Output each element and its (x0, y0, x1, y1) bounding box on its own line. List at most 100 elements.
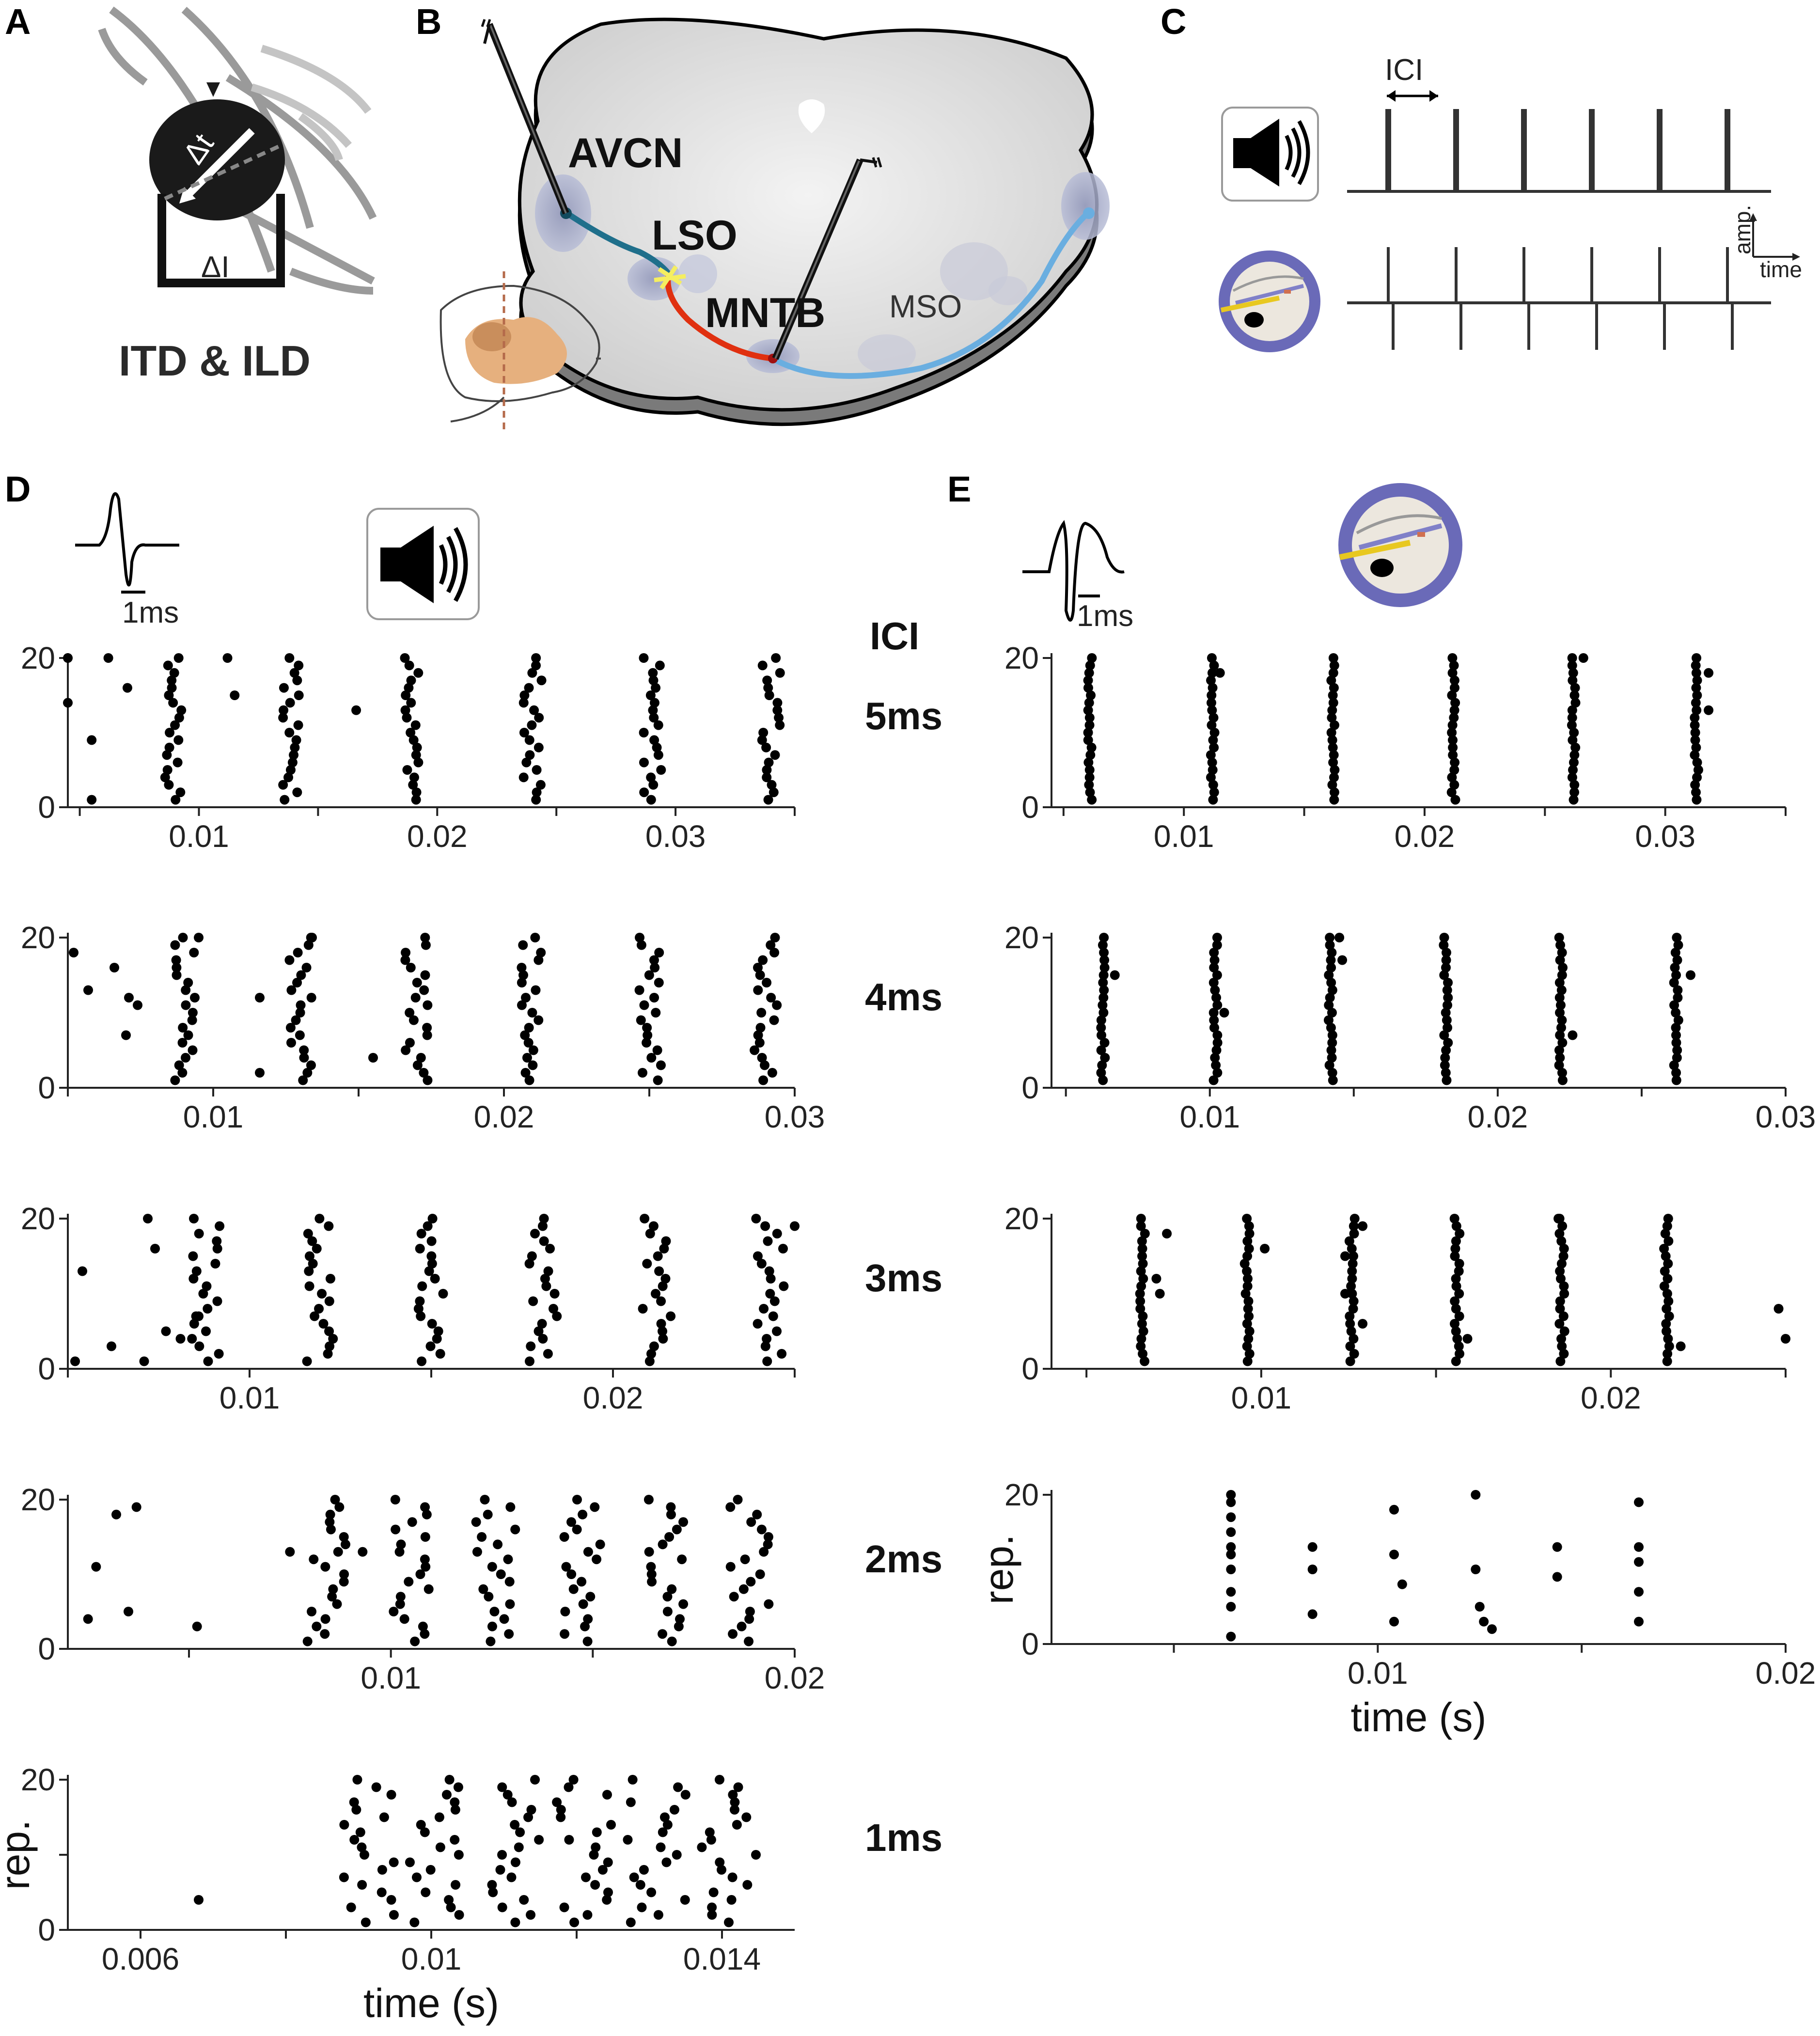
spike-dot (762, 1356, 772, 1366)
spike-dot (757, 660, 768, 671)
spike-dot (87, 795, 97, 805)
spike-dot (755, 970, 765, 980)
spike-dot (173, 653, 184, 663)
spike-dot (1554, 993, 1565, 1002)
spike-dot (1634, 1542, 1644, 1552)
spike-dot (518, 970, 529, 980)
spike-dot (1327, 713, 1337, 723)
spike-dot (592, 1827, 602, 1837)
spike-dot (1662, 1289, 1672, 1299)
spike-dot (287, 757, 298, 767)
spike-dot (1349, 1296, 1359, 1306)
spike-dot (1323, 1015, 1334, 1025)
spike-dot (1345, 1356, 1355, 1366)
panel-a-label: A (5, 1, 31, 42)
spike-dot (649, 735, 659, 745)
spike-dot (753, 1319, 763, 1329)
spike-dot (1673, 940, 1683, 950)
spike-dot (525, 750, 535, 760)
spike-dot (1671, 970, 1681, 980)
spike-dot (646, 1887, 657, 1897)
spike-dot (279, 683, 289, 693)
spike-dot (1557, 970, 1567, 980)
spike-dot (1389, 1504, 1399, 1515)
spike-dot (560, 1629, 570, 1639)
spike-dot (416, 1053, 426, 1063)
spike-dot (389, 1857, 399, 1867)
spike-dot (434, 1812, 444, 1822)
spike-dot (536, 675, 547, 686)
spike-dot (438, 1289, 448, 1299)
spike-dot (626, 1917, 636, 1927)
x-tick-label: 0.03 (645, 819, 706, 854)
spike-dot (497, 1850, 507, 1860)
spike-dot (1096, 1015, 1106, 1025)
spike-dot (487, 1562, 497, 1572)
spike-dot (1670, 963, 1680, 972)
spike-dot (510, 1917, 520, 1927)
spike-dot (1690, 728, 1700, 737)
spike-dot (1692, 705, 1702, 715)
spike-dot (1345, 1341, 1355, 1351)
spike-dot (768, 1311, 778, 1321)
spike-dot (320, 1562, 330, 1572)
spike-dot (758, 955, 768, 965)
spike-dot (1226, 1602, 1236, 1612)
spike-dot (660, 1274, 671, 1284)
ici-row-label: 3ms (865, 1256, 942, 1300)
spike-dot (391, 1524, 401, 1535)
spike-dot (1559, 1281, 1569, 1291)
spike-dot (1690, 735, 1700, 745)
spike-dot (666, 1311, 676, 1321)
spike-dot (1326, 963, 1336, 972)
spike-dot (1554, 1045, 1564, 1055)
spike-dot (527, 1251, 537, 1261)
spike-dot (1086, 690, 1096, 700)
spike-dot (649, 993, 659, 1002)
spike-dot (320, 1629, 330, 1639)
spike-dot (433, 1326, 443, 1336)
spike-dot (519, 728, 529, 737)
spike-dot (1555, 1000, 1566, 1010)
spike-dot (1559, 1326, 1569, 1336)
spike-dot (763, 1236, 773, 1246)
spike-dot (289, 668, 299, 678)
spike-dot (635, 1880, 645, 1890)
spike-dot (1664, 1311, 1674, 1321)
spike-dot (1085, 750, 1096, 760)
spike-dot (636, 940, 646, 950)
spike-dot (201, 1326, 211, 1336)
spike-dot (419, 985, 429, 995)
spike-dot (1327, 735, 1337, 745)
spike-dot (1567, 772, 1577, 783)
spike-dot (654, 978, 664, 987)
spike-dot (772, 1000, 782, 1010)
spike-dot (1136, 1281, 1146, 1291)
spike-dot (171, 955, 181, 965)
spike-dot (1207, 653, 1217, 663)
spike-dot (775, 668, 785, 678)
lso-label: LSO (652, 212, 737, 259)
spike-dot (1451, 1326, 1461, 1336)
spike-dot (361, 1917, 371, 1927)
spike-dot (559, 1532, 569, 1542)
spike-dot (529, 705, 539, 715)
spike-dot (1451, 1281, 1461, 1291)
spike-dot (1329, 720, 1339, 730)
spike-dot (187, 1015, 197, 1025)
y-tick-label: 20 (21, 1201, 55, 1236)
spike-dot (1557, 1068, 1567, 1078)
spike-dot (1215, 668, 1225, 678)
spike-dot (395, 1592, 406, 1602)
spike-dot (659, 1244, 669, 1253)
spike-dot (173, 735, 184, 745)
spike-dot (358, 1547, 368, 1557)
spike-dot (666, 1509, 676, 1519)
spike-dot (411, 787, 422, 798)
spike-dot (523, 1038, 533, 1048)
spike-dot (772, 1326, 782, 1336)
spike-dot (1671, 1008, 1681, 1018)
spike-dot (533, 1015, 544, 1025)
